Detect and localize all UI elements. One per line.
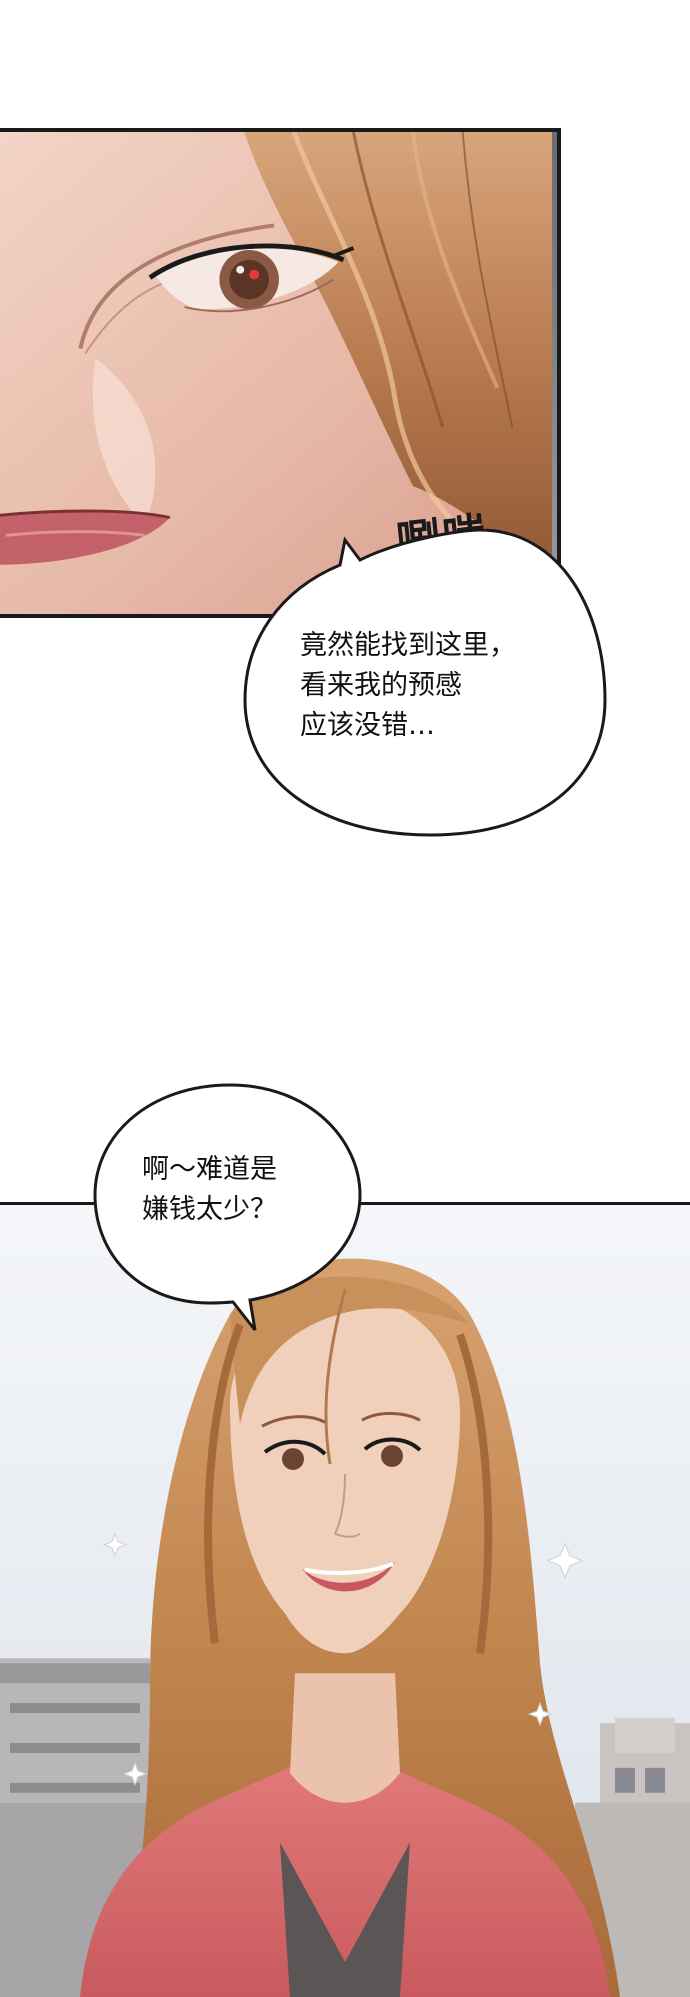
speech-bubble-2-text: 啊～难道是 嫌钱太少？	[142, 1154, 277, 1225]
smiling-woman-icon	[0, 1205, 690, 1997]
speech-bubble-1-text: 竟然能找到这里， 看来我的预感 应该没错…	[300, 630, 516, 741]
panel-woman-smiling	[0, 1202, 690, 1997]
